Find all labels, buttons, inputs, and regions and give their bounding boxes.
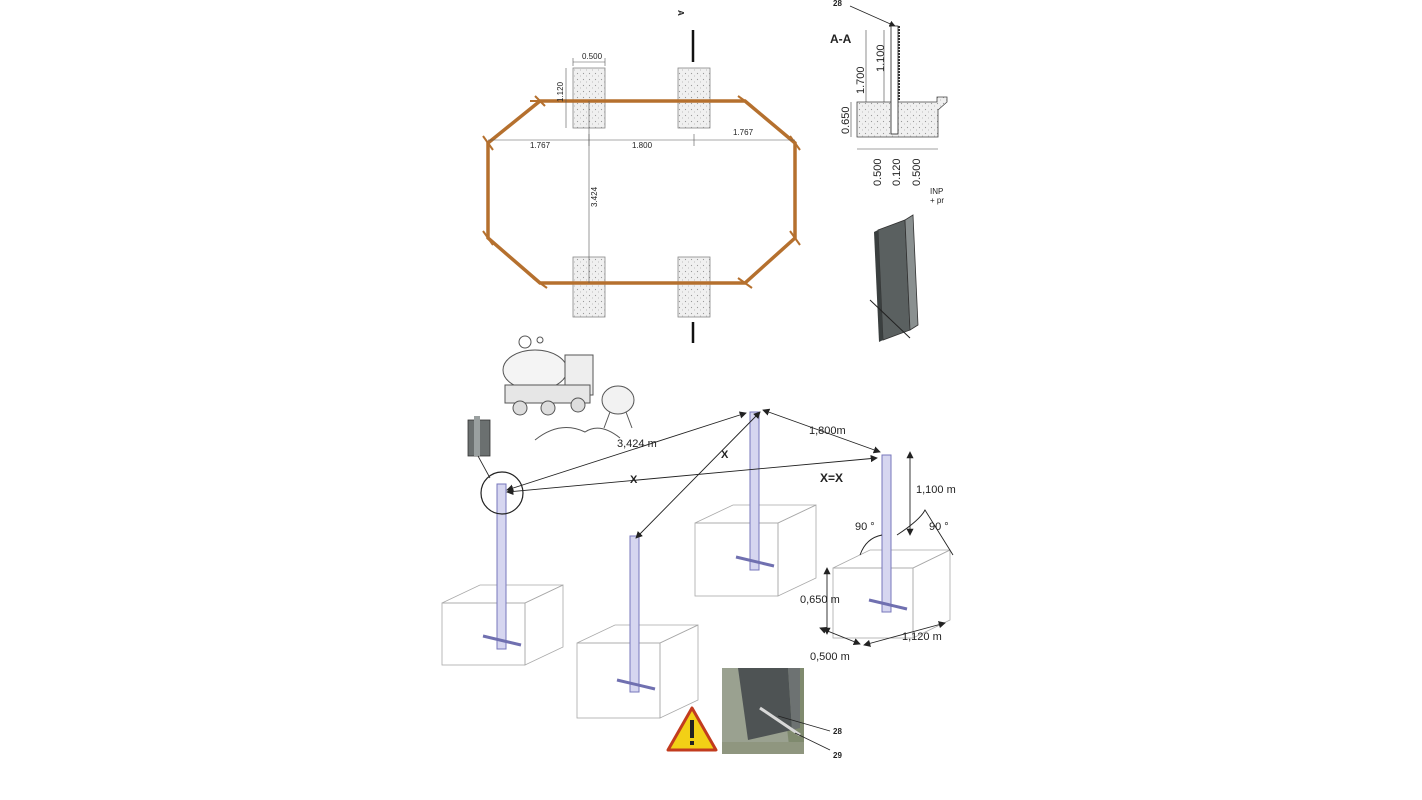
dim-post-height: 1.100 <box>875 44 887 72</box>
section-foundation <box>856 96 948 138</box>
isometric-view <box>441 504 951 719</box>
iso-equation: X=X <box>820 471 843 485</box>
iso-post-3 <box>749 411 760 571</box>
dim-cross-span: 3.424 <box>590 186 599 207</box>
photo-callout-29: 29 <box>833 751 842 760</box>
iso-dim-depth: 0,650 m <box>800 594 840 606</box>
section-post <box>890 25 899 135</box>
iso-label-x2: X <box>630 474 638 486</box>
section-view: A-A 28 1.100 1.700 0.650 0.500 0.120 0.5… <box>830 0 948 205</box>
dim-w2: 0.120 <box>891 158 903 186</box>
dim-right-span: 1.767 <box>733 128 754 137</box>
iso-dim-length: 1,120 m <box>902 631 942 643</box>
iso-measure-lines <box>506 408 954 647</box>
photo-callout-28: 28 <box>833 727 842 736</box>
profile-note-2: + pr <box>930 196 944 205</box>
iso-label-x1: X <box>721 449 729 461</box>
concrete-mixer-sketch <box>502 335 635 441</box>
steel-profile-illustration <box>869 214 919 342</box>
section-callout-28: 28 <box>833 0 842 8</box>
iso-dim-width: 0,500 m <box>810 651 850 663</box>
foundation-block-br <box>677 256 711 318</box>
dim-left-span: 1.767 <box>530 141 551 150</box>
dim-total-height: 1.700 <box>855 66 867 94</box>
plan-view: 0.500 1.120 1.767 1.800 1.767 3.424 A <box>482 10 801 343</box>
iso-post-2 <box>629 535 640 693</box>
dim-center-span: 1.800 <box>632 141 653 150</box>
iso-dim-diagonal: 3,424 m <box>617 438 657 450</box>
iso-post-1 <box>496 483 507 650</box>
dim-w1: 0.500 <box>872 158 884 186</box>
section-marker: A <box>676 10 685 16</box>
photo-callout-lines <box>777 715 831 751</box>
iso-dim-spacing: 1,800m <box>809 425 846 437</box>
installation-photo <box>722 668 804 754</box>
profile-icon <box>467 416 491 479</box>
dim-block-width: 0.500 <box>582 52 603 61</box>
section-title: A-A <box>830 32 852 46</box>
iso-angle-2: 90 ° <box>929 521 949 533</box>
dim-block-depth: 1.120 <box>556 81 565 102</box>
fence-joint-marks <box>482 95 801 289</box>
profile-note-1: INP <box>930 187 943 196</box>
foundation-block-tr <box>677 67 711 129</box>
warning-icon <box>666 706 718 752</box>
iso-angle-1: 90 ° <box>855 521 875 533</box>
dim-foundation-depth: 0.650 <box>840 106 852 134</box>
iso-dim-post: 1,100 m <box>916 484 956 496</box>
iso-post-4 <box>881 454 892 613</box>
dim-w3: 0.500 <box>911 158 923 186</box>
